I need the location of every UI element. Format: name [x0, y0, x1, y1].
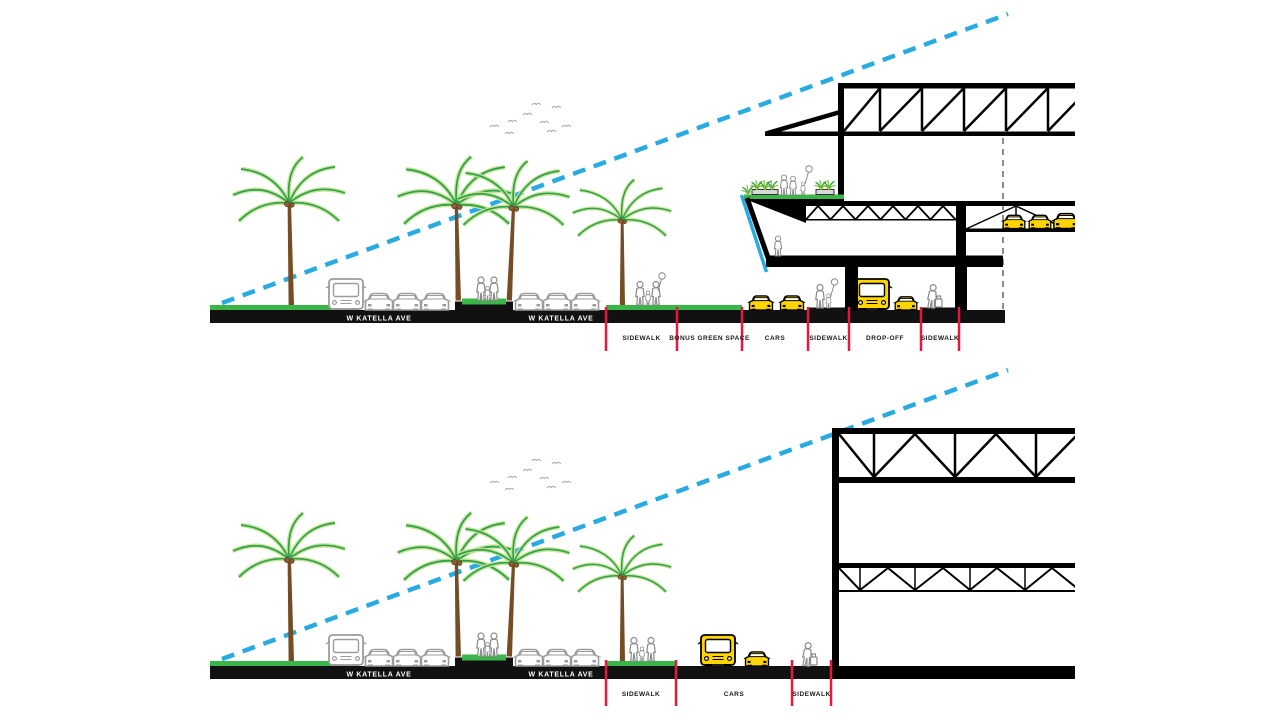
parked-car: [1051, 212, 1075, 230]
sloped-facade: [744, 197, 774, 267]
facade-accent: [739, 194, 769, 273]
lower-truss: [838, 566, 1075, 592]
zone-label-drop-off: DROP-OFF: [866, 335, 904, 342]
pedestrian-child: [825, 293, 832, 309]
street-name: W KATELLA AVE: [346, 316, 411, 323]
street-name: W KATELLA AVE: [346, 672, 411, 679]
pedestrian-child: [645, 290, 651, 306]
planter: [815, 189, 835, 195]
building-ground: [832, 666, 1075, 679]
pedestrian-interior: [773, 235, 783, 257]
parking-deck: [966, 228, 1075, 232]
street-name: W KATELLA AVE: [528, 672, 593, 679]
yellow-car: [892, 296, 920, 311]
zone-label-sidewalk: SIDEWALK: [622, 335, 660, 342]
pedestrian: [815, 283, 825, 309]
roof-truss: [843, 87, 1075, 132]
zone-markers: [604, 660, 833, 706]
street-scene: [210, 370, 1008, 666]
zone-label-sidewalk: SIDEWALK: [921, 335, 959, 342]
yellow-car: [778, 295, 806, 311]
traveler-with-luggage: [927, 284, 942, 308]
building-wall: [838, 83, 844, 201]
zone-label-bonus-green-space: BONUS GREEN SPACE: [669, 335, 750, 342]
zone-markers: [604, 307, 961, 351]
pedestrian: [789, 175, 797, 196]
street-name: W KATELLA AVE: [528, 316, 593, 323]
canopy: [765, 131, 841, 136]
zone-label-cars: CARS: [765, 335, 786, 342]
top-section-diagram: W KATELLA AVE W KATELLA AVE SIDEWALK BON…: [210, 14, 1075, 351]
parking-structure-section: [832, 428, 1075, 679]
pedestrian: [629, 636, 639, 662]
traveler-with-luggage: [802, 642, 817, 666]
shuttle-bus: [697, 634, 739, 667]
sidewalk-green-strip: [606, 661, 676, 666]
planter: [751, 189, 779, 195]
yellow-car: [743, 651, 771, 667]
sidewalk-green-strip: [606, 305, 742, 310]
bottom-section-diagram: W KATELLA AVE W KATELLA AVE SIDEWALK CAR…: [210, 370, 1075, 706]
parked-car: [1000, 214, 1028, 230]
upper-truss: [838, 433, 1075, 478]
column: [955, 266, 967, 311]
column: [845, 266, 858, 311]
zone-label-sidewalk: SIDEWALK: [622, 691, 660, 698]
zone-label-cars: CARS: [724, 691, 745, 698]
road-band: [210, 310, 1005, 323]
pedestrian: [646, 636, 656, 662]
pedestrian-child: [800, 181, 806, 196]
pedestrian: [779, 174, 789, 196]
green-roof-terrace: [744, 194, 844, 199]
balloon: [804, 165, 813, 185]
parked-car: [1026, 214, 1054, 230]
mezzanine-truss: [805, 204, 957, 221]
zone-label-sidewalk: SIDEWALK: [792, 691, 830, 698]
zone-label-sidewalk: SIDEWALK: [809, 335, 847, 342]
yellow-car: [747, 295, 775, 311]
terminal-building-section: [739, 83, 1075, 311]
building-wall: [832, 428, 839, 666]
pedestrian: [651, 280, 661, 306]
balloon: [830, 278, 839, 298]
pedestrian: [635, 280, 645, 306]
pedestrian-child: [639, 646, 645, 662]
balloon: [657, 272, 666, 292]
